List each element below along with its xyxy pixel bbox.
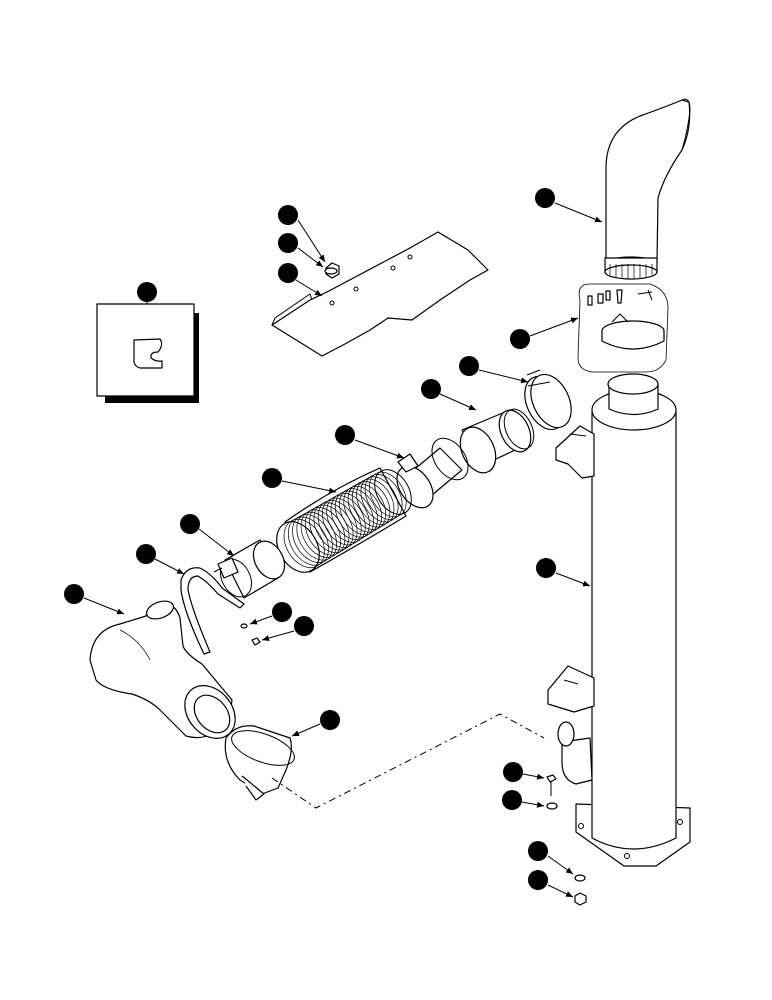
exhaust-stack	[604, 98, 691, 280]
callout: 5	[180, 514, 235, 557]
callout: 19	[137, 282, 157, 304]
callout: 4	[262, 468, 337, 494]
svg-text:4: 4	[269, 472, 276, 485]
stack-clamp-kit	[577, 283, 669, 373]
callout: 15	[278, 233, 324, 268]
callout: 5	[335, 425, 405, 459]
heat-shield	[271, 231, 489, 357]
callout: 3	[421, 379, 477, 411]
svg-text:16: 16	[281, 209, 295, 222]
shield-washer	[324, 267, 338, 275]
phantom-line	[271, 713, 545, 809]
callout: 14	[278, 263, 323, 297]
decal-symbol	[133, 338, 163, 369]
washer-lower	[574, 874, 586, 882]
svg-text:1: 1	[543, 562, 550, 575]
svg-text:10: 10	[505, 794, 519, 807]
band-clamp-elbow	[224, 725, 295, 801]
strap-nut	[251, 637, 261, 646]
strap-washer	[240, 623, 248, 629]
washer-upper	[546, 802, 558, 810]
callout: 16	[278, 205, 326, 263]
callout: 10	[528, 841, 574, 875]
decal-card	[96, 303, 199, 403]
svg-text:19: 19	[140, 286, 154, 299]
svg-text:3: 3	[428, 383, 435, 396]
callout: 12	[249, 602, 292, 625]
adapter-sleeve	[459, 408, 535, 474]
callout: 7	[459, 356, 529, 384]
callout: 9	[503, 762, 545, 782]
svg-text:9: 9	[510, 766, 517, 779]
svg-text:18: 18	[513, 333, 527, 346]
support-strap	[180, 567, 245, 655]
callout: 17	[535, 188, 603, 223]
callout: 13	[261, 616, 314, 641]
callout: 8	[136, 544, 185, 575]
svg-text:14: 14	[281, 267, 295, 280]
svg-text:2: 2	[71, 588, 78, 601]
svg-text:8: 8	[143, 548, 150, 561]
elbow-pipe	[89, 600, 236, 739]
svg-text:5: 5	[187, 518, 194, 531]
svg-text:11: 11	[531, 874, 545, 887]
callout: 18	[510, 317, 579, 349]
muffler	[547, 373, 691, 867]
flex-hose	[276, 467, 412, 573]
svg-text:10: 10	[531, 845, 545, 858]
band-clamp-muffler-inlet	[524, 369, 572, 431]
svg-text:13: 13	[297, 620, 311, 633]
callout: 6	[291, 710, 340, 737]
callout: 1	[536, 558, 591, 587]
svg-text:6: 6	[327, 714, 334, 727]
svg-text:12: 12	[275, 606, 289, 619]
svg-text:15: 15	[281, 237, 295, 250]
callout: 11	[528, 870, 574, 898]
callout: 10	[502, 790, 545, 810]
nut	[574, 892, 587, 906]
svg-text:17: 17	[538, 192, 552, 205]
band-clamp-lower	[213, 539, 286, 599]
bolt	[546, 774, 557, 796]
svg-text:7: 7	[466, 360, 473, 373]
callout: 2	[64, 584, 125, 615]
svg-text:5: 5	[342, 429, 349, 442]
